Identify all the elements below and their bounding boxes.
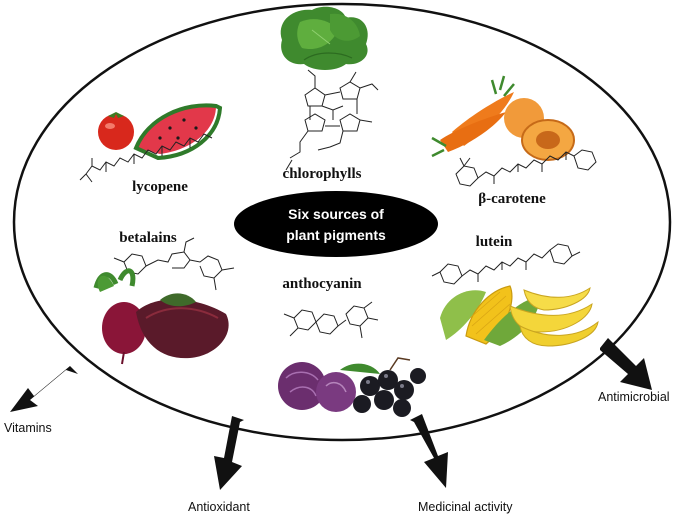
apricot-image bbox=[504, 98, 575, 161]
label-lycopene: lycopene bbox=[132, 179, 188, 195]
label-betalains: betalains bbox=[119, 230, 177, 246]
corn-banana-image bbox=[440, 285, 599, 347]
lutein-structure bbox=[431, 243, 581, 285]
label-antimicrobial: Antimicrobial bbox=[598, 390, 670, 404]
label-lutein: lutein bbox=[476, 234, 513, 250]
arrow-antioxidant bbox=[214, 416, 244, 490]
center-ellipse bbox=[234, 191, 438, 257]
label-chlorophylls: chlorophylls bbox=[283, 166, 362, 182]
label-antioxidant: Antioxidant bbox=[188, 500, 250, 514]
cabbage-currant-image bbox=[278, 357, 426, 417]
arrow-vitamins bbox=[10, 366, 78, 412]
chlorophyll-structure bbox=[285, 69, 379, 171]
label-anthocyanin: anthocyanin bbox=[282, 276, 362, 292]
beta-carotene-structure bbox=[455, 149, 597, 187]
lycopene-structure bbox=[79, 133, 213, 183]
arrow-antimicrobial bbox=[600, 338, 652, 390]
center-label-line2: plant pigments bbox=[286, 227, 386, 243]
tomato-image bbox=[98, 112, 134, 150]
watermelon-image bbox=[133, 103, 223, 161]
beet-image bbox=[93, 268, 229, 365]
label-vitamins: Vitamins bbox=[4, 421, 52, 435]
outer-ellipse bbox=[12, 2, 672, 442]
spinach-image bbox=[280, 6, 368, 71]
center-label-line1: Six sources of bbox=[288, 206, 384, 222]
label-beta-carotene: β-carotene bbox=[478, 191, 546, 207]
anthocyanin-structure bbox=[283, 301, 379, 339]
carrot-image bbox=[431, 75, 515, 158]
label-medicinal-activity: Medicinal activity bbox=[418, 500, 513, 514]
arrow-medicinal bbox=[410, 414, 448, 488]
